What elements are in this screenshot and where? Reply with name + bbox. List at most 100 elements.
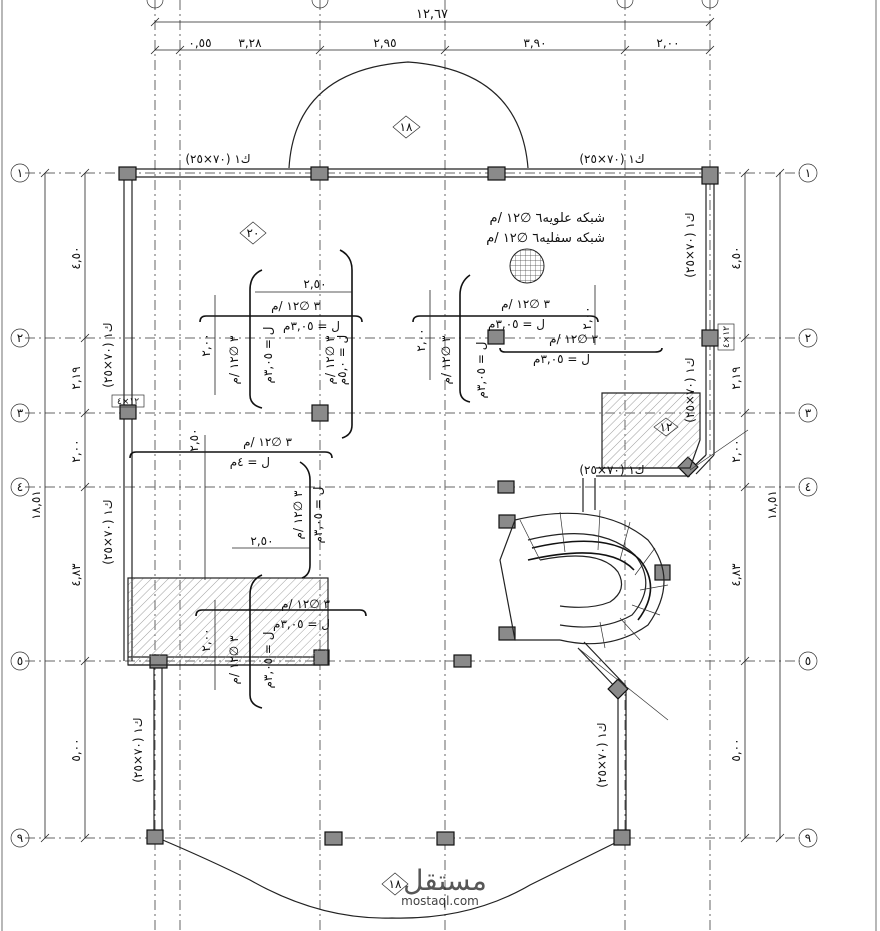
rebar-top-right: ٣ ∅١٢ /م ل = ٣,٠٥م ٣ ∅١٢ /م ل = ٣,٠٥م ٣ …	[412, 274, 663, 403]
rebar-middle: ٢,٥٠ ٣ ∅١٢ /م ل = ٤م ٣ ∅١٢ /م ل = ٣,٠٥م …	[129, 428, 333, 580]
rebar-tl-c2: ل = ٥,٠م	[335, 335, 349, 386]
slab-tag-bottom: ١٨	[381, 872, 409, 896]
hatched-slab-lower-left	[127, 577, 329, 666]
rebar-tr-c1: ٣ ∅١٢ /م	[439, 335, 453, 384]
axis-label-5-right: ٥	[805, 654, 811, 668]
rebar-tr-d2: ٢,٠٠	[580, 306, 594, 329]
left-dim-5: ٥,٠٠	[69, 738, 83, 761]
axis-label-5-left: ٥	[17, 654, 23, 668]
left-axis-bubbles: ١ ٢ ٣ ٤ ٥ ٩	[10, 163, 30, 848]
axis-label-4-left: ٤	[17, 480, 23, 494]
left-dim-3: ٢,٠٠	[69, 439, 83, 462]
overall-width: ١٢,٦٧	[416, 7, 448, 22]
axis-label-2-left: ٢	[17, 331, 23, 345]
right-dim-3: ٢,٠٠	[729, 439, 743, 462]
right-dim-5: ٥,٠٠	[729, 738, 743, 761]
beam-label-right-upper: ك١ (٧٠×٢٥)	[683, 212, 697, 277]
dim-2-95: ٢,٩٥	[373, 36, 396, 50]
left-dim-4: ٤,٨٣	[69, 563, 83, 587]
rebar-lo-b1: ٣ ∅١٢ /م	[227, 635, 241, 684]
dim-3-28: ٣,٢٨	[238, 36, 262, 50]
right-axis-bubbles: ١ ٢ ٣ ٤ ٥ ٩	[798, 163, 818, 848]
rebar-tl-a1: ٣ ∅١٢ /م	[271, 299, 320, 313]
right-total-height: ١٨,٥١	[765, 490, 779, 520]
columns	[118, 166, 719, 846]
rebar-tr-b2: ل = ٣,٠٥م	[533, 352, 590, 366]
right-dim-4: ٤,٨٣	[729, 563, 743, 587]
beam-label-left-upper: ك١ (٧٠×٢٥)	[101, 322, 115, 387]
spiral-stair	[499, 429, 749, 721]
top-balcony-arc	[288, 61, 529, 169]
rebar-tl-d: ٢,٠٠	[199, 333, 213, 356]
beam-label-right-lower: ك١ (٧٠×٢٥)	[595, 722, 609, 787]
axis-label-9-left: ٩	[17, 831, 23, 845]
beam-label-right-mid: ك١ (٧٠×٢٥)	[683, 357, 697, 422]
top-axis-bubbles	[146, 0, 719, 9]
small-tag-right: ١٢×٤	[717, 323, 735, 351]
rebar-tr-a1: ٣ ∅١٢ /م	[501, 297, 550, 311]
axis-label-9-right: ٩	[805, 831, 811, 845]
left-dim-1: ٤,٥٠	[69, 246, 83, 269]
rebar-lo-a1: ٣ ∅١٢ /م	[281, 597, 330, 611]
mesh-symbol	[509, 248, 545, 284]
beam-label-left-lower: ك١ (٧٠×٢٥)	[131, 717, 145, 782]
rebar-mid-c: ٢,٥٠	[250, 534, 273, 548]
rebar-lower: ٣ ∅١٢ /م ل = ٣,٠٥م ٣ ∅١٢ /م ل = ٣,٠٥م ٢,…	[195, 574, 367, 709]
left-total-height: ١٨,٥١	[29, 490, 43, 520]
left-dimensions: ٤,٥٠ ٢,١٩ ٢,٠٠ ٤,٨٣ ٥,٠٠ ١٨,٥١	[29, 168, 90, 843]
rebar-lo-b2: ل = ٣,٠٥م	[261, 632, 275, 689]
beam-label-stair: ك١ (٧٠×٢٥)	[579, 463, 644, 477]
beam-label-left-mid: ك١ (٧٠×٢٥)	[101, 499, 115, 564]
axis-label-2-right: ٢	[805, 331, 811, 345]
rebar-mid-b1: ٣ ∅١٢ /م	[291, 490, 305, 539]
rebar-tr-b1: ٣ ∅١٢ /م	[549, 332, 598, 346]
bottom-balcony-arc	[157, 837, 626, 919]
svg-text:١٨: ١٨	[400, 120, 413, 134]
rebar-tr-d1: ٢,٠٠	[414, 328, 428, 351]
axis-label-1-right: ١	[805, 166, 811, 180]
slab-tag-top: ١٨	[392, 115, 421, 139]
rebar-tl-b2: ل = ٣,٠٥م	[261, 327, 275, 384]
rebar-mid-len: ٢,٥٠	[187, 428, 201, 451]
mesh-top-label: شبكه علويه٦ ∅١٢ /م	[490, 211, 605, 226]
rebar-mid-a1: ٣ ∅١٢ /م	[243, 435, 292, 449]
axis-label-3-left: ٣	[17, 406, 24, 420]
rebar-tl-len: ٢,٥٠	[303, 277, 326, 291]
slab-tag-mid: ٢٠	[239, 221, 267, 245]
watermark-latin: mostaql.com	[401, 894, 479, 908]
watermark-arabic: مستقل	[403, 864, 487, 897]
rebar-tl-b1: ٣ ∅١٢ /م	[227, 335, 241, 384]
dim-2-00: ٢,٠٠	[656, 36, 679, 50]
left-dim-2: ٢,١٩	[69, 366, 83, 389]
svg-text:١٢×٤: ١٢×٤	[117, 397, 139, 407]
mesh-bottom-label: شبكه سفليه٦ ∅١٢ /م	[486, 231, 605, 246]
axis-label-4-right: ٤	[805, 480, 811, 494]
small-tag-left: ١٢×٤	[111, 394, 145, 408]
dim-3-90: ٣,٩٠	[523, 36, 546, 50]
rebar-lo-a2: ل = ٣,٠٥م	[273, 617, 330, 631]
axis-label-3-right: ٣	[805, 406, 812, 420]
rebar-tr-c2: ل = ٣,٠٥م	[474, 342, 488, 399]
hatched-slab-stair-landing	[601, 392, 701, 469]
svg-text:٢٠: ٢٠	[247, 226, 260, 240]
dim-0-55: ٠,٥٥	[188, 36, 211, 50]
rebar-tl-a2: ل = ٣,٠٥م	[283, 319, 340, 333]
svg-text:١٨: ١٨	[389, 877, 402, 891]
right-dim-2: ٢,١٩	[729, 366, 743, 389]
rebar-mid-a2: ل = ٤م	[230, 455, 270, 469]
rebar-top-left: ٢,٥٠ ٣ ∅١٢ /م ل = ٣,٠٥م ٣ ∅١٢ /م ل = ٣,٠…	[199, 249, 363, 439]
right-dim-1: ٤,٥٠	[729, 246, 743, 269]
beam-label-top-right: ك١ (٧٠×٢٥)	[579, 152, 644, 166]
slab-tag-stair: ١٢	[653, 417, 679, 437]
rebar-tr-a2: ل = ٣,٠٥م	[488, 317, 545, 331]
beam-label-top-left: ك١ (٧٠×٢٥)	[185, 152, 250, 166]
rebar-lo-c: ٢,٠٠	[199, 628, 213, 651]
axis-label-1-left: ١	[17, 166, 23, 180]
rebar-mid-b2: ل = ٣,٠٥م	[311, 487, 325, 544]
svg-text:١٢×٤: ١٢×٤	[722, 326, 732, 348]
rebar-tl-c1: ٣ ∅١٢ /م	[323, 335, 337, 384]
svg-text:١٢: ١٢	[660, 420, 673, 434]
right-dimensions: ٤,٥٠ ٢,١٩ ٢,٠٠ ٤,٨٣ ٥,٠٠ ١٨,٥١	[729, 168, 785, 843]
top-dimensions: ١٢,٦٧ ٠,٥٥ ٣,٢٨ ٢,٩٥ ٣,٩٠ ٢,٠٠	[150, 7, 715, 55]
